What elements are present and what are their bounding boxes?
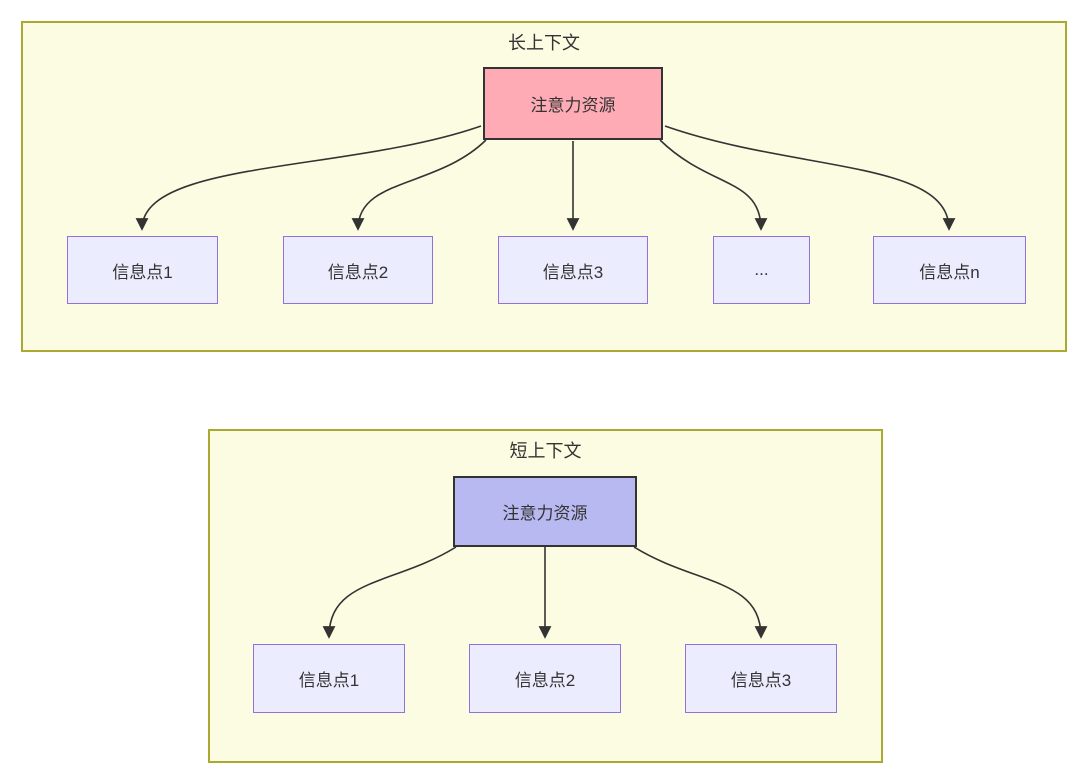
long-context-title: 长上下文 — [508, 33, 580, 53]
long-attention-node: 注意力资源 — [483, 67, 663, 140]
short-info-node-3: 信息点3 — [685, 644, 837, 713]
long-info-node-2: 信息点2 — [283, 236, 433, 304]
short-attention-node: 注意力资源 — [453, 476, 637, 547]
short-info-node-1: 信息点1 — [253, 644, 405, 713]
long-info-node-3: 信息点3 — [498, 236, 648, 304]
long-info-node-1: 信息点1 — [67, 236, 218, 304]
long-info-node-n: 信息点n — [873, 236, 1026, 304]
short-info-node-2: 信息点2 — [469, 644, 621, 713]
long-info-node-dots: ... — [713, 236, 810, 304]
short-context-title: 短上下文 — [509, 441, 582, 461]
